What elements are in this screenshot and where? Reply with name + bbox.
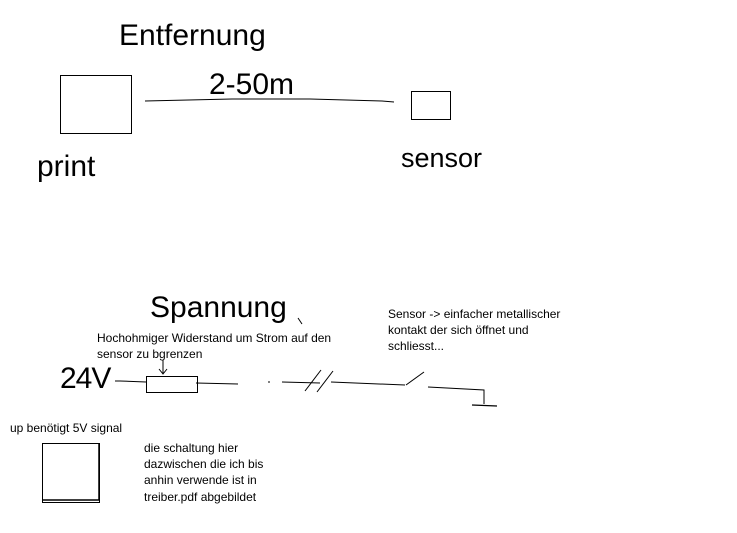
- circuit-wire-end: [427, 386, 485, 404]
- print-label: print: [37, 150, 96, 183]
- ground-bar: [471, 404, 498, 407]
- circuit-wire-left: [119, 380, 147, 383]
- distance-line: [144, 98, 395, 103]
- resistor-note: Hochohmiger Widerstand um Strom auf den …: [97, 331, 332, 362]
- voltage-title: Spannung: [150, 291, 287, 324]
- sensor-note: Sensor -> einfacher metallischer kontakt…: [388, 307, 561, 354]
- print-box: [60, 75, 132, 134]
- up-box: [42, 443, 100, 503]
- circuit-note: die schaltung hier dazwischen die ich bi…: [144, 441, 264, 504]
- sensor-box: [411, 91, 451, 120]
- distance-title: Entfernung: [119, 19, 266, 52]
- circuit-wire-right: [195, 381, 321, 385]
- voltage-label: 24V: [60, 362, 111, 395]
- distance-label: 2-50m: [209, 68, 295, 101]
- break-mark-1: [304, 369, 322, 392]
- sensor-label: sensor: [401, 143, 483, 173]
- spannung-tick: [297, 317, 303, 325]
- circuit-wire-mid: [330, 381, 406, 386]
- break-mark-2: [316, 370, 334, 393]
- resistor-symbol: [146, 376, 198, 393]
- up-box-edge: [43, 443, 100, 501]
- switch-contact: [405, 371, 425, 386]
- up-label: up benötigt 5V signal: [10, 421, 123, 435]
- resistor-arrow: [158, 360, 168, 375]
